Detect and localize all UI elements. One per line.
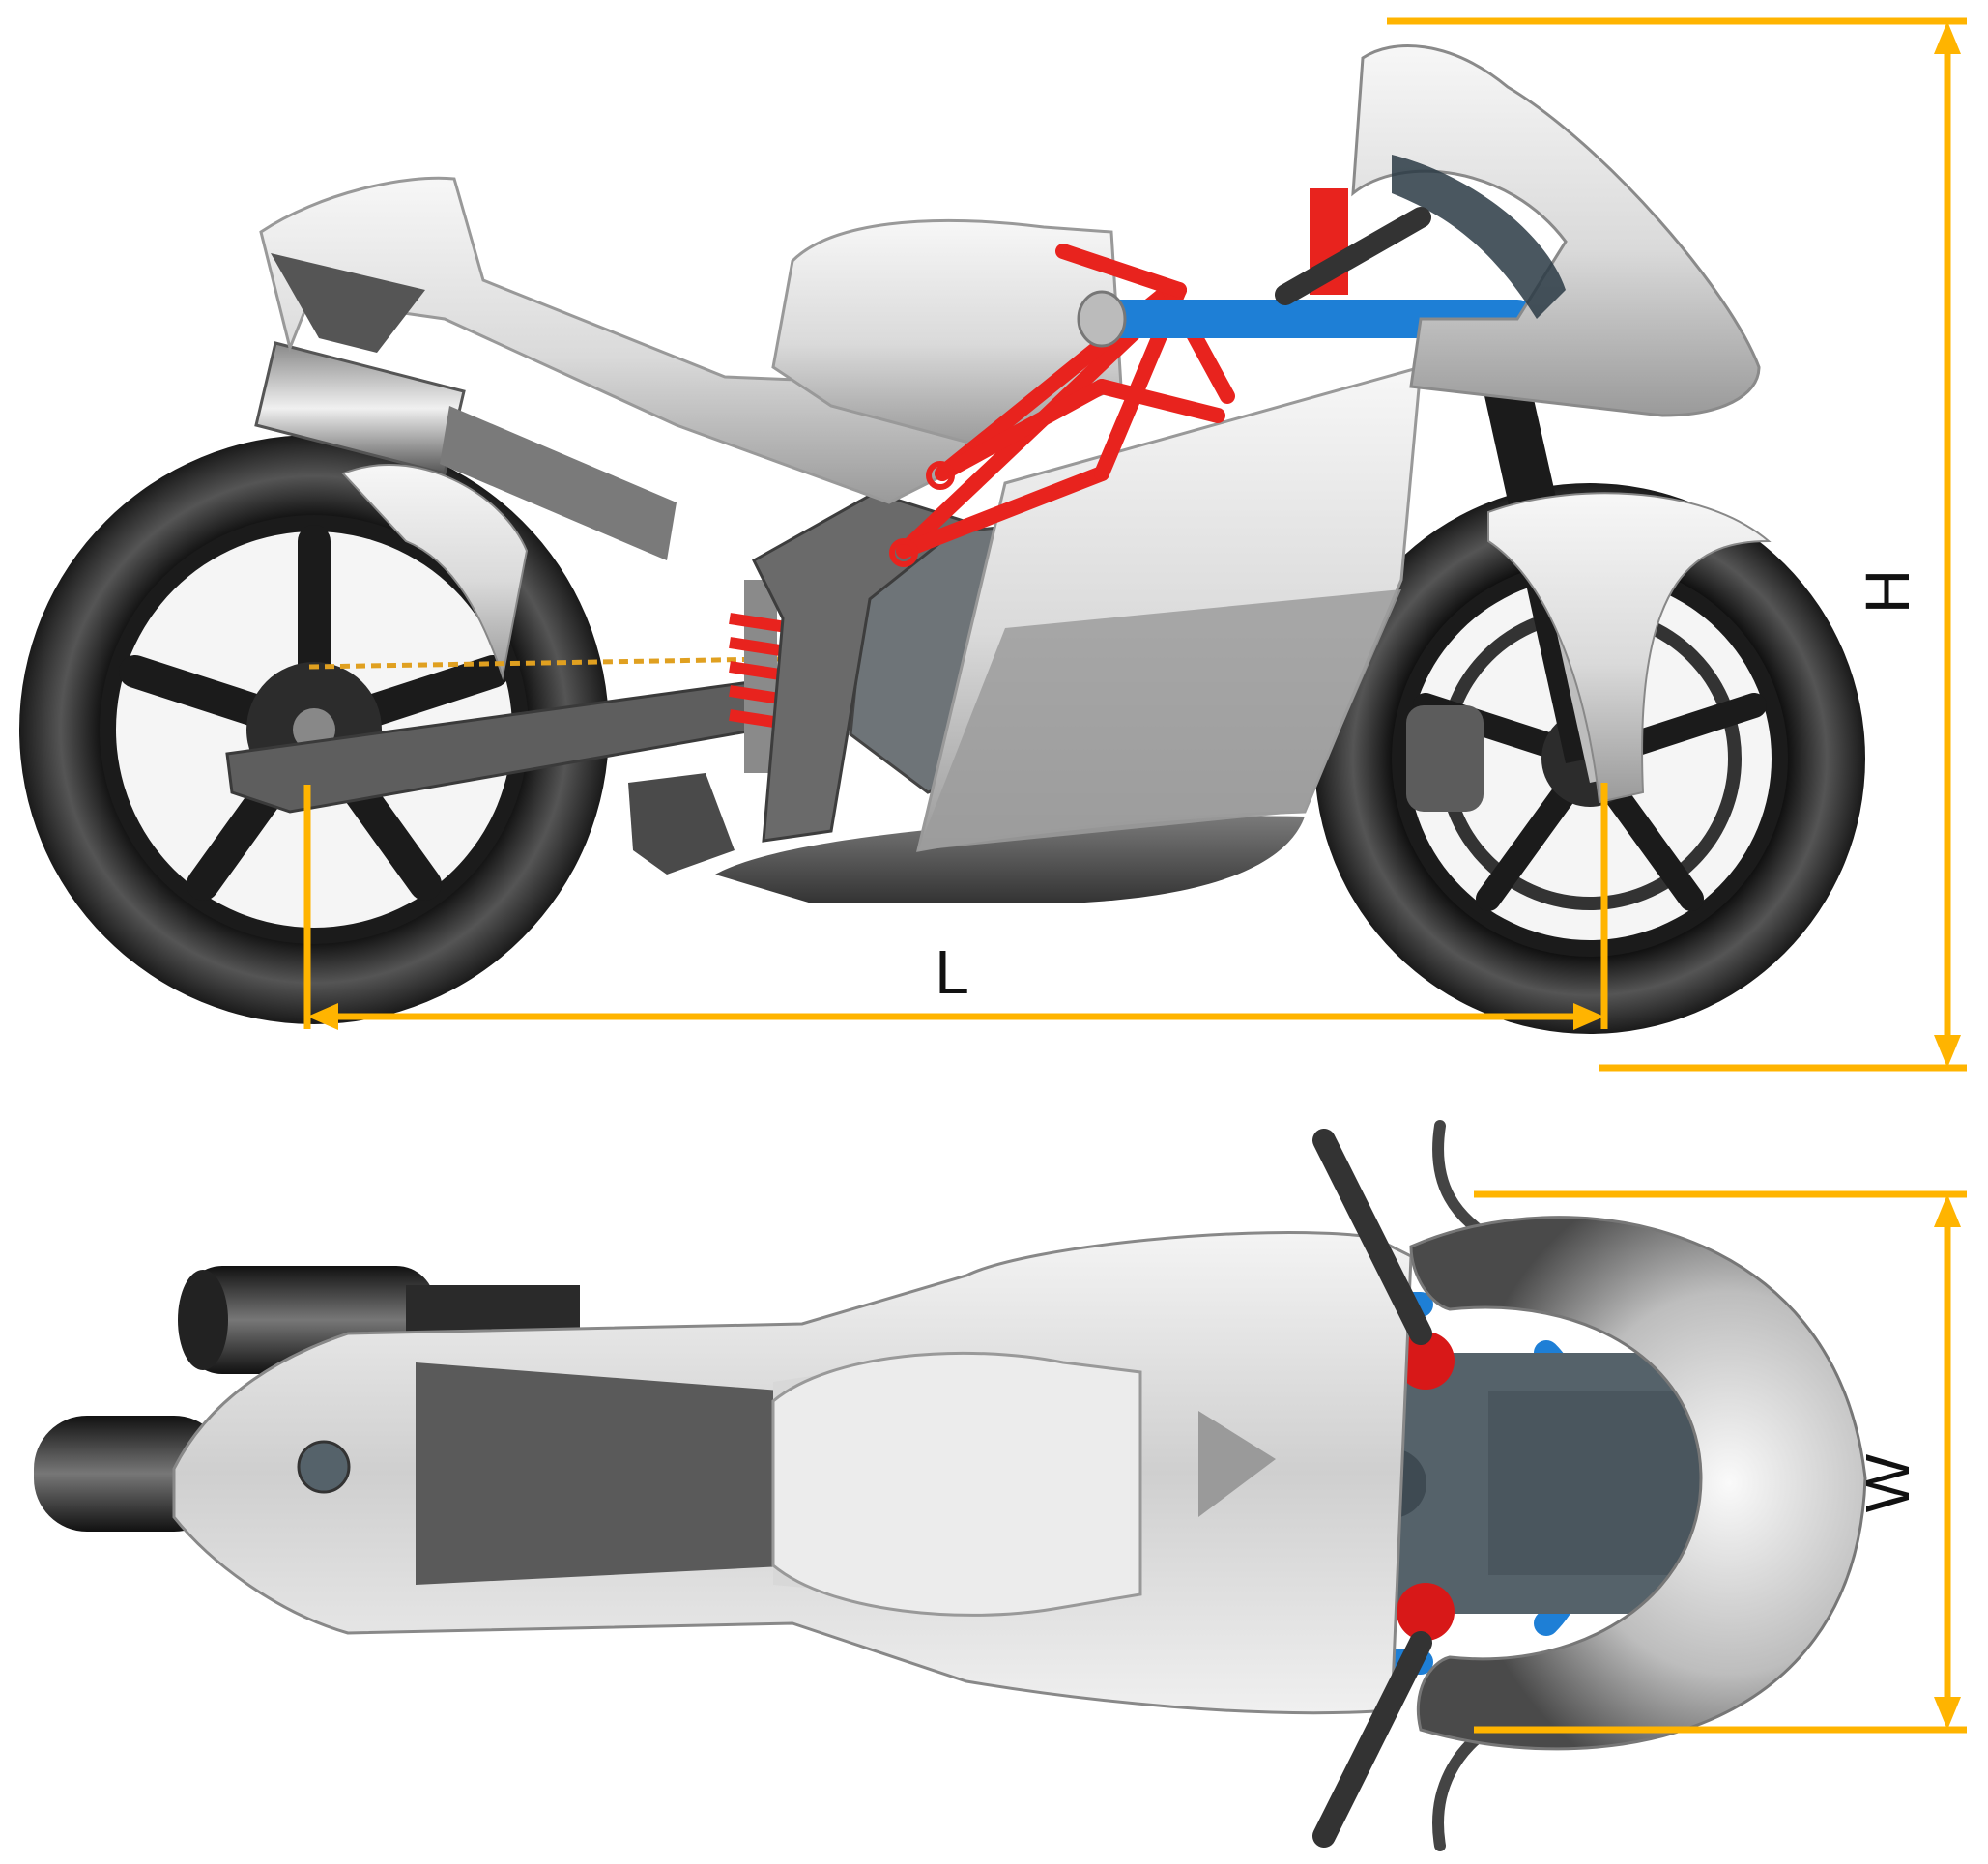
tail-cap [297, 1440, 351, 1494]
exhaust-can [254, 341, 677, 560]
swingarm [225, 674, 845, 814]
side-view: L H [19, 17, 1967, 1072]
top-handlebars [1312, 1129, 1432, 1848]
top-view: W [34, 1120, 1967, 1851]
width-label: W [1853, 1453, 1922, 1512]
fuel-tank [771, 218, 1123, 446]
top-nose-fairing [1409, 1216, 1867, 1751]
length-label: L [935, 937, 969, 1007]
tail-section [259, 176, 1027, 504]
clip-on-bar [1275, 207, 1431, 305]
front-nose-fairing [1351, 44, 1761, 417]
height-label: H [1853, 569, 1922, 614]
front-fender [1487, 492, 1772, 804]
top-fuel-tank [771, 1351, 1142, 1617]
rear-fender [341, 464, 529, 680]
width-dimension [1474, 1190, 1967, 1734]
top-seat-pad [416, 1362, 802, 1585]
height-dimension [1387, 17, 1967, 1072]
footpeg-bracket [628, 773, 735, 875]
length-dimension [303, 783, 1608, 1030]
belly-pan [715, 816, 1305, 903]
